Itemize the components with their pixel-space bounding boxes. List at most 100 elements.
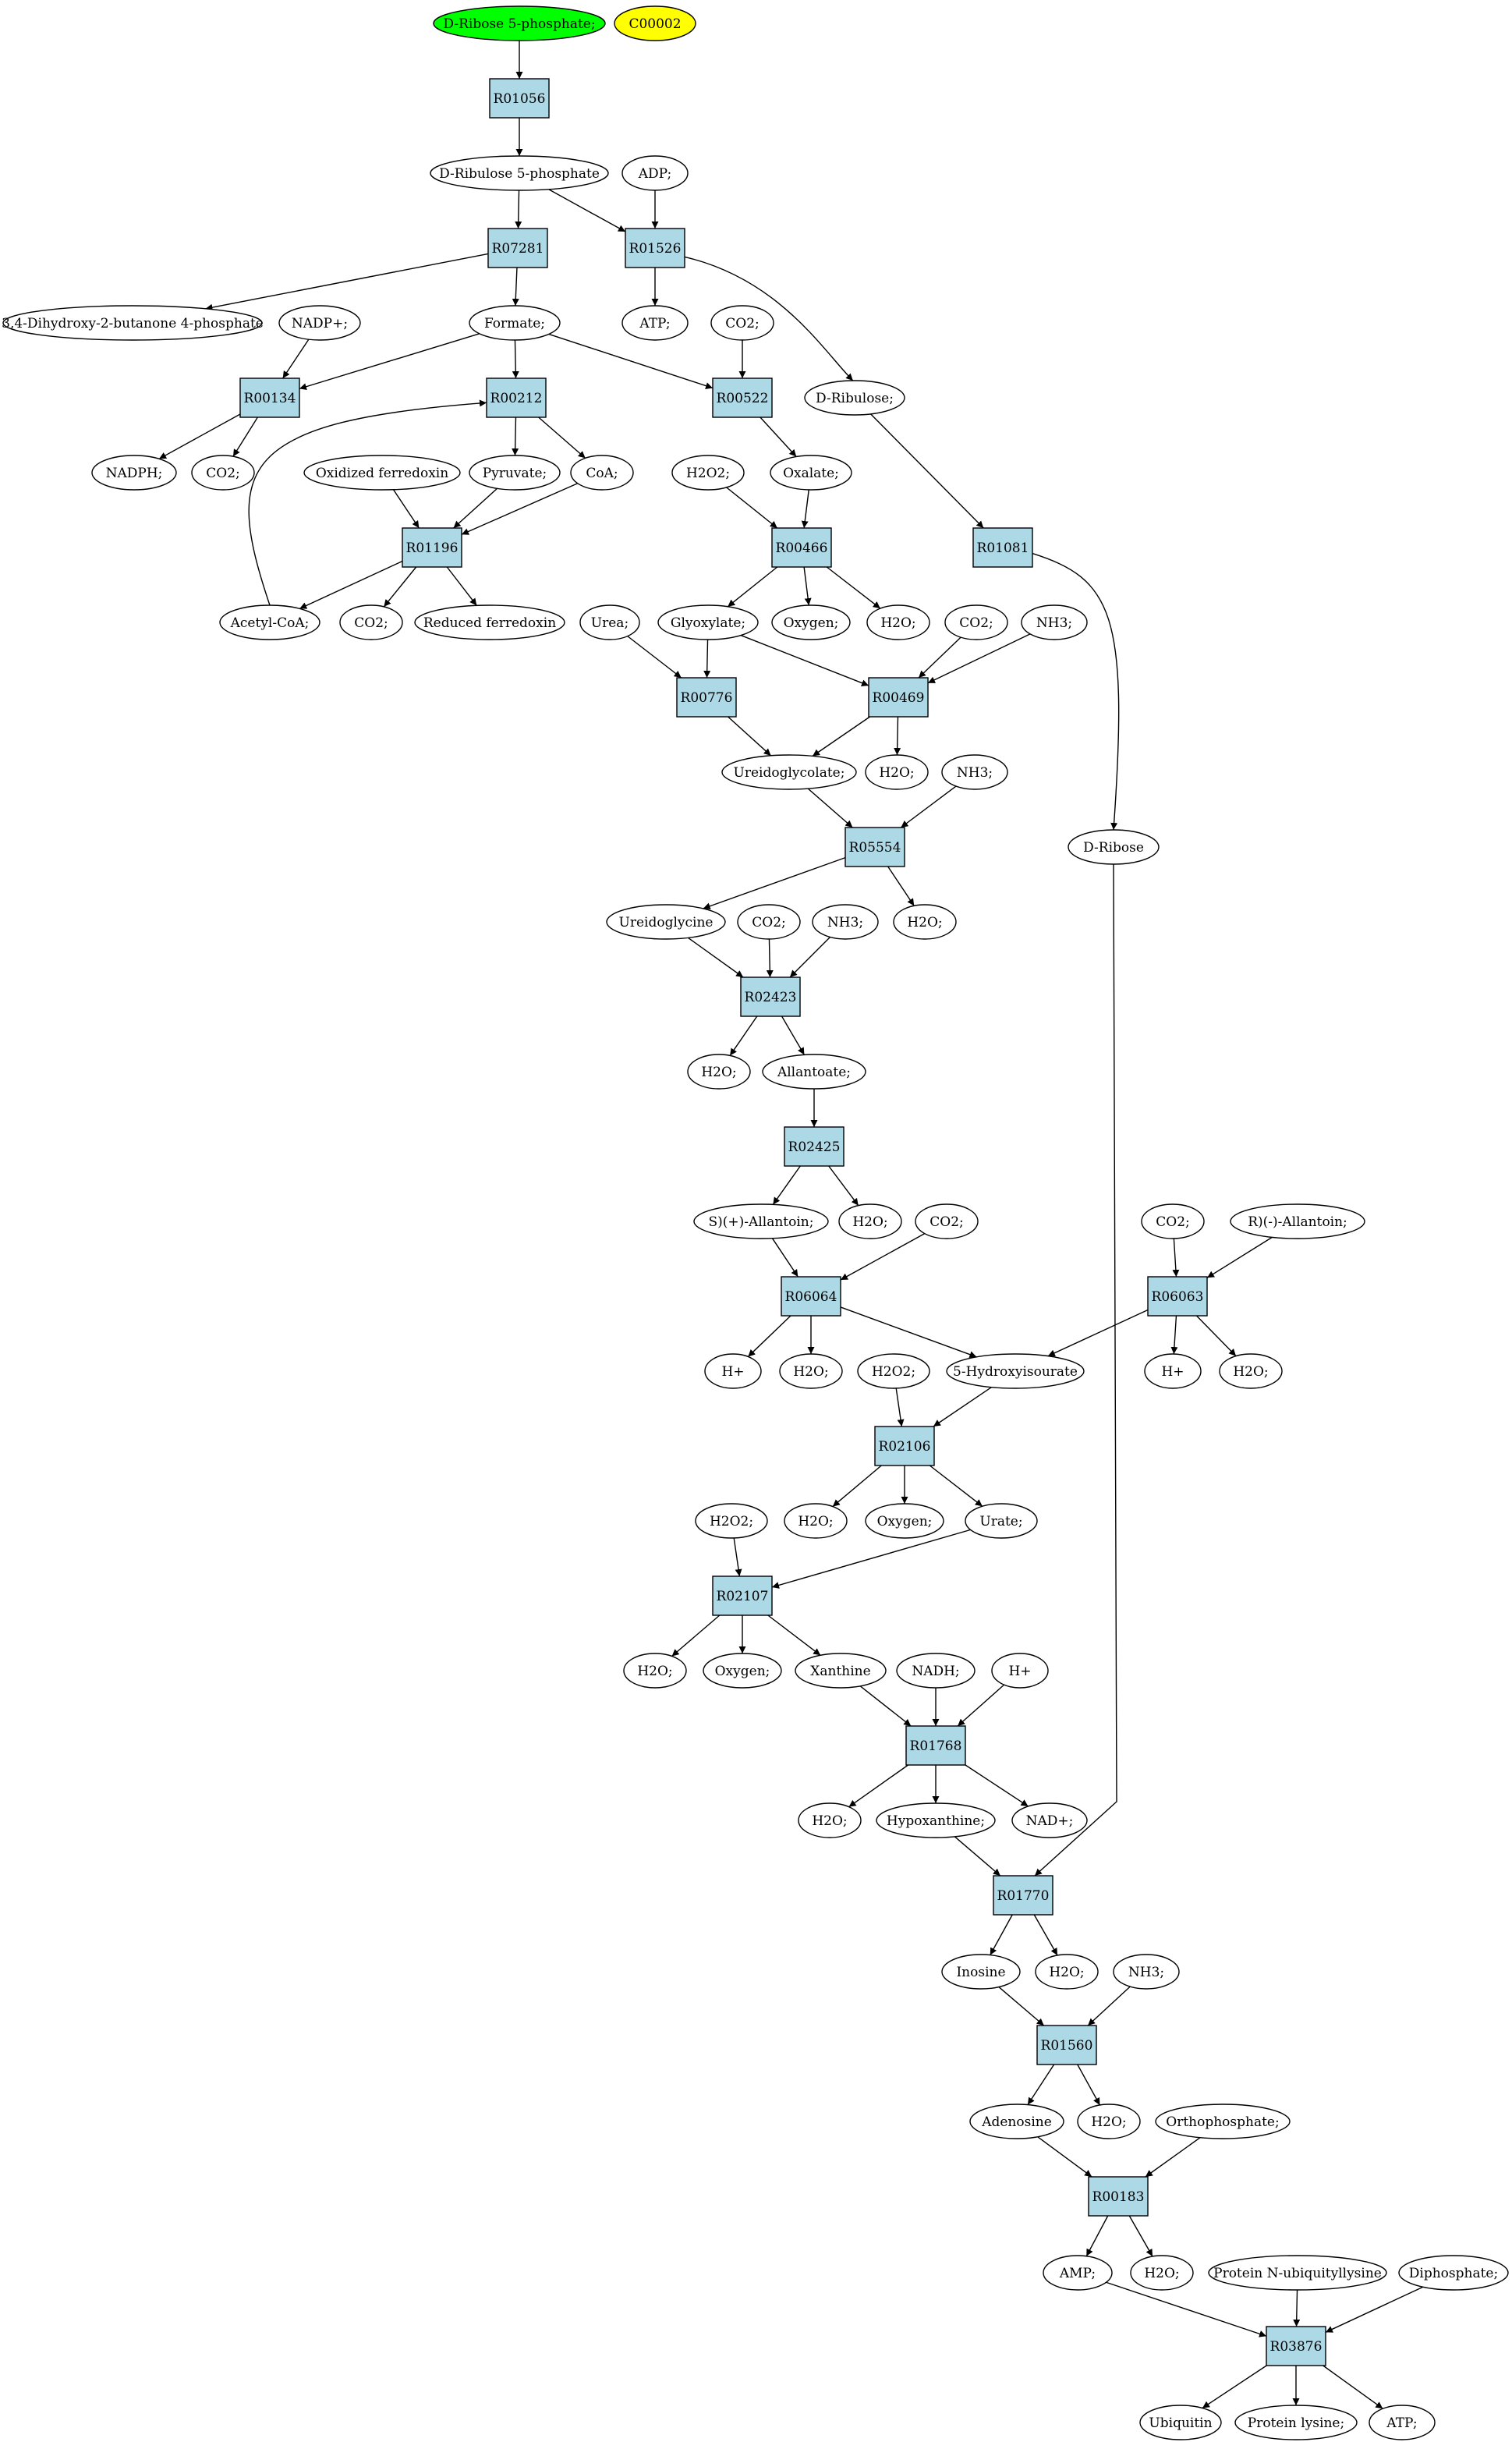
compound-node-nadph[interactable]: NADPH; bbox=[91, 455, 177, 491]
reaction-node-r02425[interactable]: R02425 bbox=[784, 1126, 845, 1167]
reaction-node-r06063[interactable]: R06063 bbox=[1147, 1276, 1208, 1317]
compound-node-h2o_9[interactable]: H2O; bbox=[623, 1653, 687, 1689]
compound-node-h2o_13[interactable]: H2O; bbox=[1130, 2255, 1194, 2291]
reaction-node-r01526[interactable]: R01526 bbox=[625, 228, 685, 268]
compound-node-nad[interactable]: NAD+; bbox=[1011, 1802, 1088, 1838]
compound-node-pyruvate[interactable]: Pyruvate; bbox=[469, 455, 561, 491]
compound-node-redferr[interactable]: Reduced ferredoxin bbox=[414, 604, 565, 640]
reaction-node-r01768[interactable]: R01768 bbox=[905, 1725, 966, 1766]
compound-node-nh3_2[interactable]: NH3; bbox=[941, 754, 1008, 790]
compound-node-atp1[interactable]: ATP; bbox=[621, 305, 689, 341]
compound-node-orthophosphate[interactable]: Orthophosphate; bbox=[1155, 2104, 1291, 2139]
compound-node-ubiquitin[interactable]: Ubiquitin bbox=[1139, 2405, 1222, 2440]
compound-node-nadp[interactable]: NADP+; bbox=[278, 305, 361, 341]
compound-node-oxygen1[interactable]: Oxygen; bbox=[771, 604, 851, 640]
reaction-node-r00134[interactable]: R00134 bbox=[239, 377, 300, 418]
compound-node-hplus2[interactable]: H+ bbox=[1144, 1353, 1202, 1389]
compound-node-co2_1[interactable]: CO2; bbox=[710, 305, 774, 341]
reaction-node-r00212[interactable]: R00212 bbox=[486, 377, 547, 418]
compound-node-h2o_3[interactable]: H2O; bbox=[893, 904, 957, 940]
reaction-node-r01196[interactable]: R01196 bbox=[402, 527, 462, 568]
compound-node-h2o2_1[interactable]: H2O2; bbox=[671, 455, 745, 491]
compound-node-ribose5p[interactable]: D-Ribose 5-phosphate; bbox=[433, 5, 606, 41]
compound-node-rallantoin[interactable]: R)(-)-Allantoin; bbox=[1230, 1203, 1365, 1239]
compound-node-acetylcoa[interactable]: Acetyl-CoA; bbox=[219, 604, 320, 640]
compound-node-oxferr[interactable]: Oxidized ferredoxin bbox=[303, 455, 461, 491]
compound-node-co2_3[interactable]: CO2; bbox=[339, 604, 403, 640]
compound-ellipse bbox=[433, 5, 606, 41]
compound-node-inosine[interactable]: Inosine bbox=[941, 1954, 1021, 1990]
compound-node-allantoate[interactable]: Allantoate; bbox=[762, 1054, 866, 1090]
reaction-node-r01560[interactable]: R01560 bbox=[1036, 2025, 1097, 2065]
compound-node-dhbp[interactable]: 3,4-Dihydroxy-2-butanone 4-phosphate bbox=[2, 305, 264, 341]
compound-node-adenosine[interactable]: Adenosine bbox=[969, 2104, 1064, 2139]
compound-node-h2o_12[interactable]: H2O; bbox=[1077, 2104, 1141, 2139]
compound-node-co2_6[interactable]: CO2; bbox=[915, 1203, 979, 1239]
compound-node-h2o2_2[interactable]: H2O2; bbox=[857, 1353, 930, 1389]
reaction-node-r00469[interactable]: R00469 bbox=[868, 677, 929, 718]
compound-node-adp[interactable]: ADP; bbox=[621, 155, 689, 191]
compound-node-nh3_3[interactable]: NH3; bbox=[812, 904, 879, 940]
compound-node-h2o_10[interactable]: H2O; bbox=[798, 1802, 862, 1838]
reaction-node-r02107[interactable]: R02107 bbox=[712, 1575, 773, 1616]
compound-node-sallantoin[interactable]: S)(+)-Allantoin; bbox=[693, 1203, 829, 1239]
compound-node-amp[interactable]: AMP; bbox=[1043, 2255, 1113, 2291]
reaction-node-r03876[interactable]: R03876 bbox=[1266, 2326, 1326, 2366]
edge-r02106-to-h2o_8 bbox=[832, 1465, 882, 1508]
compound-node-oxygen3[interactable]: Oxygen; bbox=[703, 1653, 782, 1689]
compound-node-protnubiq[interactable]: Protein N-ubiquityllysine bbox=[1208, 2255, 1387, 2291]
reaction-node-r02423[interactable]: R02423 bbox=[740, 976, 801, 1017]
compound-node-formate[interactable]: Formate; bbox=[469, 305, 561, 341]
compound-node-ribulose[interactable]: D-Ribulose; bbox=[804, 380, 905, 416]
compound-node-nh3_1[interactable]: NH3; bbox=[1021, 604, 1088, 640]
compound-ellipse bbox=[812, 904, 879, 940]
compound-node-hiu[interactable]: 5-Hydroxyisourate bbox=[946, 1353, 1085, 1389]
compound-node-protlysine[interactable]: Protein lysine; bbox=[1234, 2405, 1358, 2440]
compound-node-hplus1[interactable]: H+ bbox=[704, 1353, 762, 1389]
compound-node-h2o_6[interactable]: H2O; bbox=[779, 1353, 843, 1389]
compound-node-h2o_1[interactable]: H2O; bbox=[866, 604, 930, 640]
reaction-node-r02106[interactable]: R02106 bbox=[874, 1426, 935, 1466]
compound-node-urate[interactable]: Urate; bbox=[965, 1503, 1038, 1539]
reaction-node-r06064[interactable]: R06064 bbox=[781, 1276, 841, 1317]
compound-node-oxygen2[interactable]: Oxygen; bbox=[865, 1503, 944, 1539]
compound-node-h2o2_3[interactable]: H2O2; bbox=[695, 1503, 768, 1539]
compound-node-nh3_4[interactable]: NH3; bbox=[1113, 1954, 1180, 1990]
compound-node-hypoxanthine[interactable]: Hypoxanthine; bbox=[876, 1802, 996, 1838]
reaction-node-r00522[interactable]: R00522 bbox=[712, 377, 773, 418]
reaction-node-r00466[interactable]: R00466 bbox=[771, 527, 832, 568]
compound-node-c00002[interactable]: C00002 bbox=[614, 5, 696, 41]
compound-node-hplus3[interactable]: H+ bbox=[991, 1653, 1049, 1689]
reaction-node-r01056[interactable]: R01056 bbox=[489, 78, 550, 119]
reaction-node-r01081[interactable]: R01081 bbox=[972, 527, 1033, 568]
compound-node-h2o_11[interactable]: H2O; bbox=[1035, 1954, 1099, 1990]
compound-node-ureidoglycine[interactable]: Ureidoglycine bbox=[606, 904, 726, 940]
reaction-node-r00183[interactable]: R00183 bbox=[1088, 2176, 1149, 2217]
reaction-node-r05554[interactable]: R05554 bbox=[845, 827, 905, 867]
compound-node-co2_7[interactable]: CO2; bbox=[1141, 1203, 1205, 1239]
compound-node-h2o_7[interactable]: H2O; bbox=[1219, 1353, 1283, 1389]
edge-h2o2_2-to-r02106 bbox=[895, 1388, 905, 1427]
compound-node-atp2[interactable]: ATP; bbox=[1369, 2405, 1436, 2440]
compound-node-nadh[interactable]: NADH; bbox=[896, 1653, 976, 1689]
compound-node-xanthine[interactable]: Xanthine bbox=[795, 1653, 887, 1689]
reaction-node-r01770[interactable]: R01770 bbox=[993, 1875, 1053, 1916]
compound-node-oxalate[interactable]: Oxalate; bbox=[770, 455, 852, 491]
compound-node-ureidoglycolate[interactable]: Ureidoglycolate; bbox=[721, 754, 857, 790]
compound-ellipse bbox=[191, 455, 255, 491]
compound-node-glyoxylate[interactable]: Glyoxylate; bbox=[657, 604, 759, 640]
compound-node-dribose[interactable]: D-Ribose bbox=[1068, 829, 1160, 865]
compound-node-urea[interactable]: Urea; bbox=[579, 604, 640, 640]
compound-node-h2o_4[interactable]: H2O; bbox=[687, 1054, 751, 1090]
compound-node-co2_5[interactable]: CO2; bbox=[737, 904, 801, 940]
compound-node-co2_4[interactable]: CO2; bbox=[944, 604, 1008, 640]
reaction-node-r07281[interactable]: R07281 bbox=[487, 228, 548, 268]
reaction-node-r00776[interactable]: R00776 bbox=[676, 677, 737, 718]
compound-node-h2o_2[interactable]: H2O; bbox=[865, 754, 929, 790]
compound-node-coa[interactable]: CoA; bbox=[570, 455, 634, 491]
compound-node-co2_2[interactable]: CO2; bbox=[191, 455, 255, 491]
compound-node-diphosphate[interactable]: Diphosphate; bbox=[1398, 2255, 1509, 2291]
compound-node-h2o_8[interactable]: H2O; bbox=[784, 1503, 848, 1539]
compound-node-h2o_5[interactable]: H2O; bbox=[838, 1203, 902, 1239]
compound-node-ribulose5p[interactable]: D-Ribulose 5-phosphate bbox=[430, 155, 609, 191]
